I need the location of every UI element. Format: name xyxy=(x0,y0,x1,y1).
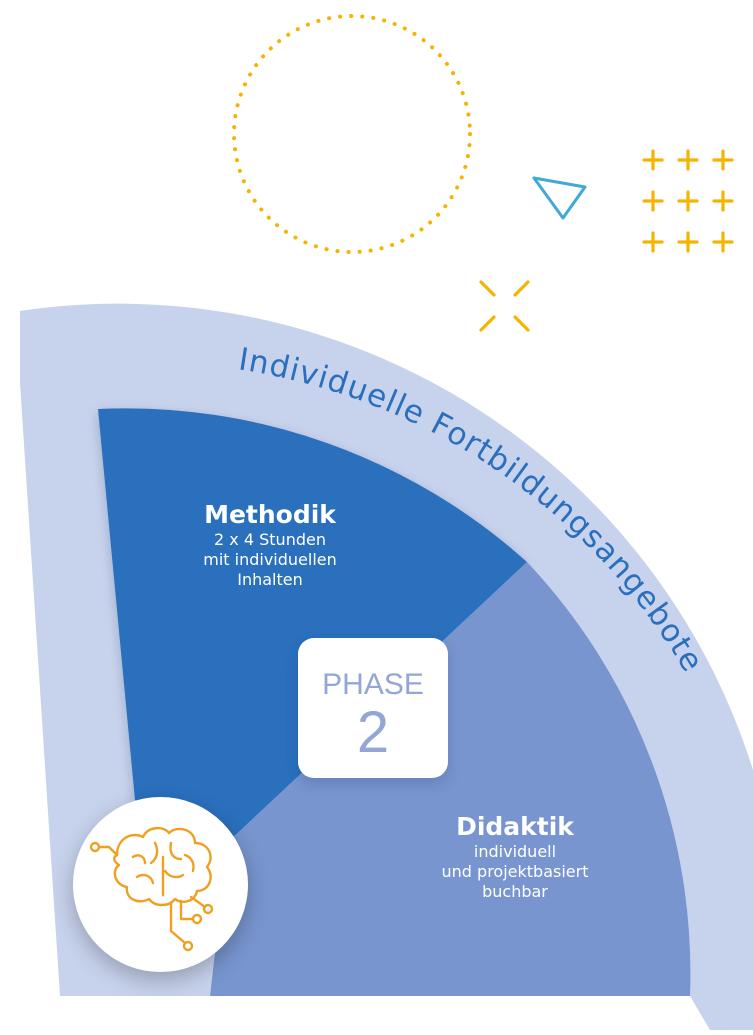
didaktik-line-3: buchbar xyxy=(482,882,548,901)
phase-number: 2 xyxy=(356,700,390,765)
segment-didaktik xyxy=(210,562,691,996)
didaktik-line-2: und projektbasiert xyxy=(441,862,589,881)
didaktik-line-1: individuell xyxy=(473,842,557,861)
dotted-circle-icon xyxy=(232,14,472,254)
methodik-line-1: 2 x 4 Stunden xyxy=(214,530,326,549)
cross-mark-icon xyxy=(479,280,530,332)
phase-card: PHASE 2 xyxy=(298,638,448,778)
segment-methodik xyxy=(98,408,527,842)
brain-badge xyxy=(73,797,248,972)
didaktik-label: Didaktik individuell und projektbasiert … xyxy=(370,812,660,902)
methodik-title: Methodik xyxy=(204,500,336,529)
methodik-label: Methodik 2 x 4 Stunden mit individuellen… xyxy=(160,500,380,590)
triangle-outline-icon xyxy=(532,176,587,220)
didaktik-title: Didaktik xyxy=(456,812,574,841)
methodik-line-2: mit individuellen xyxy=(203,550,337,569)
methodik-line-3: Inhalten xyxy=(237,570,303,589)
phase-label: PHASE xyxy=(322,668,424,701)
plus-grid-icon xyxy=(642,149,734,253)
brain-circuit-icon xyxy=(89,826,214,952)
